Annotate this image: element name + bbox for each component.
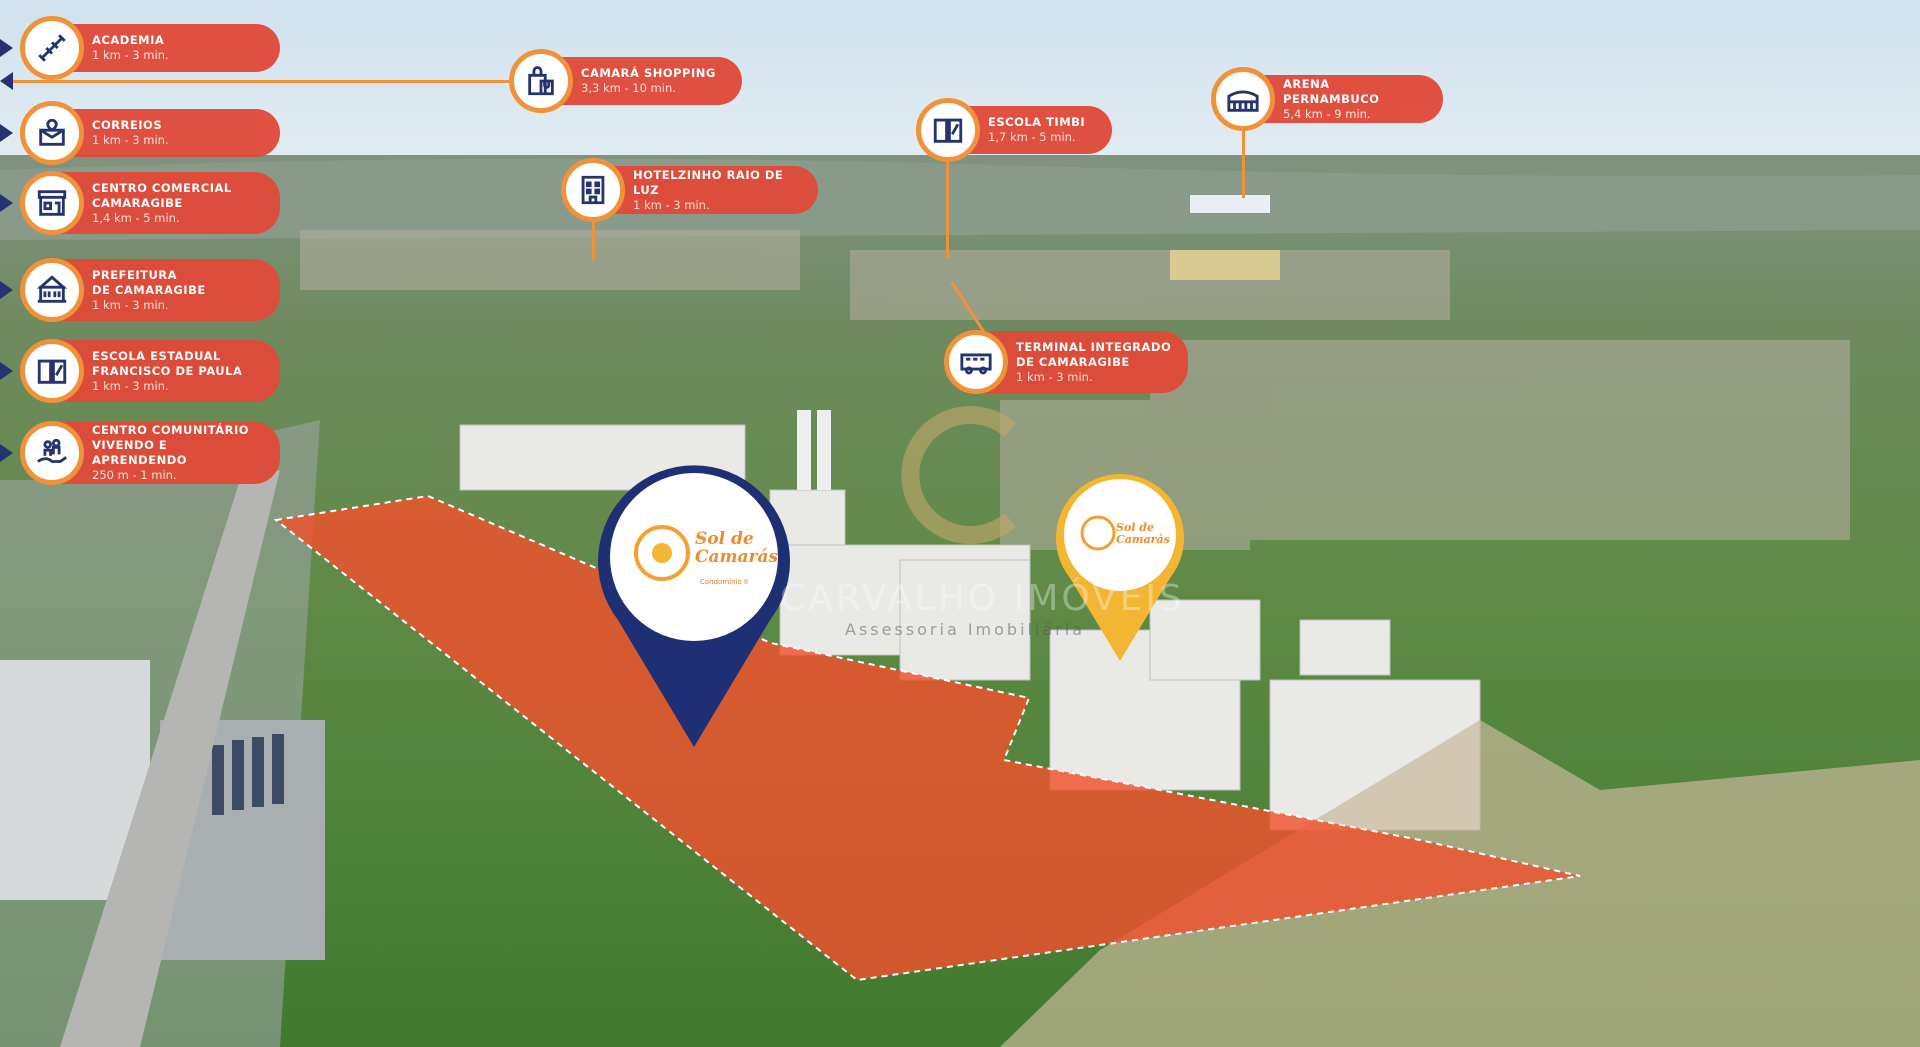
main-location-pin [598, 465, 790, 747]
stadium-icon [1211, 67, 1275, 131]
pointer-arrow-icon [0, 194, 13, 212]
main-pin-logo: Sol de Camarás [695, 529, 779, 567]
pointer-arrow-icon [0, 39, 13, 57]
plot-area-overlay [273, 494, 1581, 982]
poi-distance: 1 km - 3 min. [633, 197, 710, 212]
pointer-arrow-icon [0, 362, 13, 380]
poi-distance: 5,4 km - 9 min. [1283, 106, 1371, 121]
poi-name: ARENA PERNAMBUCO [1283, 76, 1380, 106]
poi-name: TERMINAL INTEGRADO DE CAMARAGIBE [1016, 339, 1172, 369]
post-office-icon [20, 101, 84, 165]
book-icon [20, 339, 84, 403]
poi-name: ESCOLA TIMBI [988, 115, 1086, 129]
arena-leader-line [1242, 128, 1245, 198]
watermark-brand: CARVALHO IMÓVEIS [780, 578, 1185, 619]
watermark-tagline: Assessoria Imobiliária [845, 620, 1086, 639]
poi-distance: 1 km - 3 min. [92, 48, 169, 62]
poi-name: CENTRO COMUNITÁRIO VIVENDO E APRENDENDO [92, 423, 250, 467]
store-icon [20, 171, 84, 235]
poi-name: ESCOLA ESTADUAL FRANCISCO DE PAULA [92, 348, 243, 378]
poi-distance: 1 km - 3 min. [1016, 369, 1093, 384]
poi-distance: 1,4 km - 5 min. [92, 210, 180, 225]
community-hand-icon [20, 421, 84, 485]
building-icon [561, 158, 625, 222]
shopping-left-arrow [0, 72, 13, 90]
shopping-leader-line [12, 80, 512, 83]
poi-name: CORREIOS [92, 118, 163, 132]
book-icon [916, 98, 980, 162]
bus-icon [944, 330, 1008, 394]
poi-name: ACADEMIA [92, 33, 165, 47]
secondary-location-pin [1056, 474, 1184, 661]
main-pin-subtitle: Condomínio II [700, 578, 749, 586]
poi-distance: 250 m - 1 min. [92, 468, 177, 482]
dumbbell-icon [20, 16, 84, 80]
pointer-arrow-icon [0, 124, 13, 142]
pointer-arrow-icon [0, 281, 13, 299]
escola-timbi-leader-line [946, 158, 949, 258]
pointer-arrow-icon [0, 444, 13, 462]
shopping-bag-icon [509, 49, 573, 113]
poi-distance: 1,7 km - 5 min. [988, 130, 1076, 144]
poi-name: CENTRO COMERCIAL CAMARAGIBE [92, 180, 232, 210]
poi-distance: 3,3 km - 10 min. [581, 81, 676, 95]
hotelzinho-leader-line [592, 215, 595, 260]
poi-name: HOTELZINHO RAIO DE LUZ [633, 167, 784, 197]
poi-name: CAMARÁ SHOPPING [581, 66, 716, 80]
poi-distance: 1 km - 3 min. [92, 133, 169, 147]
poi-distance: 1 km - 3 min. [92, 297, 169, 312]
secondary-pin-logo: Sol de Camarás [1116, 521, 1170, 546]
poi-distance: 1 km - 3 min. [92, 378, 169, 393]
city-hall-icon [20, 258, 84, 322]
poi-name: PREFEITURA DE CAMARAGIBE [92, 267, 206, 297]
watermark-logo [901, 406, 1016, 544]
